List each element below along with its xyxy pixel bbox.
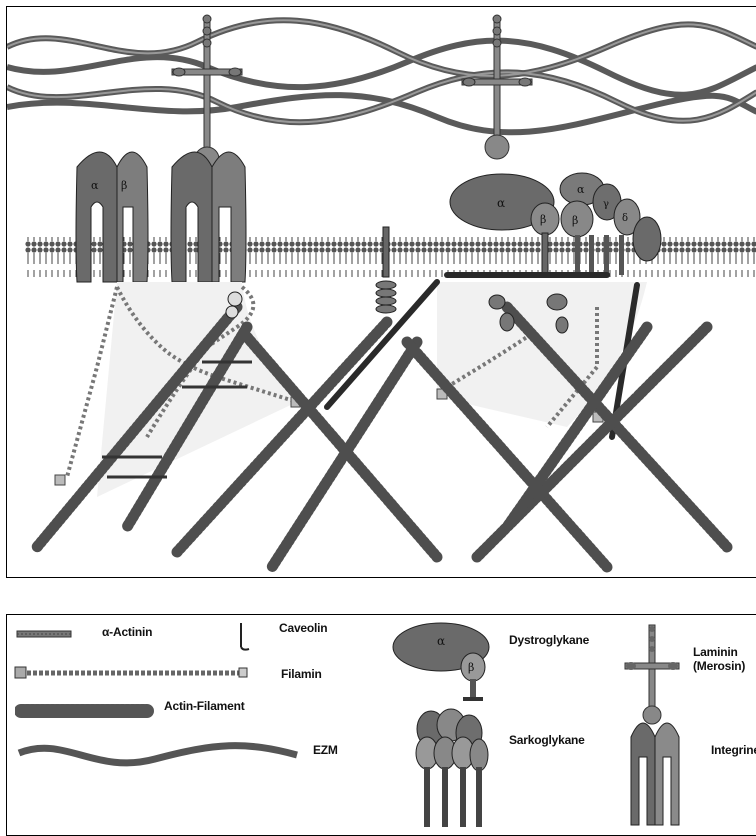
dystroglycan-beta-label: β — [540, 213, 546, 226]
integrin-left: α β — [76, 152, 148, 282]
sarco-gamma-label: γ — [603, 199, 609, 210]
caveolin-label: Caveolin — [279, 621, 327, 635]
ezm-icon — [15, 737, 300, 777]
sarkoglykane-label: Sarkoglykane — [509, 733, 585, 747]
sarcoglycan-icon — [411, 707, 491, 833]
legend-panel: α-Actinin Caveolin Filamin Actin-Filamen… — [6, 614, 756, 836]
dystro-beta-glyph: β — [468, 661, 474, 674]
laminin-right — [462, 15, 532, 159]
filamin-label: Filamin — [281, 667, 322, 681]
actin-filament-icon — [15, 699, 155, 723]
merosin-label: (Merosin) — [693, 659, 745, 673]
laminin-label: Laminin — [693, 645, 738, 659]
integrine-label: Integrine — [711, 743, 756, 757]
actin-filament-label: Actin-Filament — [164, 699, 245, 713]
integrin-alpha-label: α — [91, 179, 99, 192]
sarco-alpha-label: α — [577, 183, 585, 196]
diagram-svg: α β α β β — [7, 7, 756, 577]
integrin-beta-label: β — [121, 179, 127, 192]
alpha-actinin-label: α-Actinin — [102, 625, 152, 639]
sarco-delta-label: δ — [622, 213, 628, 224]
dystro-alpha-glyph: α — [437, 634, 445, 648]
alpha-actinin-icon — [15, 627, 75, 641]
ecm-strands — [7, 20, 756, 132]
cytoskeleton-diagram: α β α β β — [6, 6, 756, 578]
dystroglykane-label: Dystroglykane — [509, 633, 589, 647]
dystroglycan-icon: α β — [391, 621, 501, 707]
filamin-icon — [13, 665, 253, 681]
integrin-icon — [627, 707, 683, 827]
ezm-label: EZM — [313, 743, 338, 757]
dystroglycan-alpha-label: α — [497, 196, 505, 210]
sarco-beta-label: β — [572, 214, 578, 227]
caveolin-icon — [233, 621, 253, 653]
integrin-right — [171, 152, 246, 282]
